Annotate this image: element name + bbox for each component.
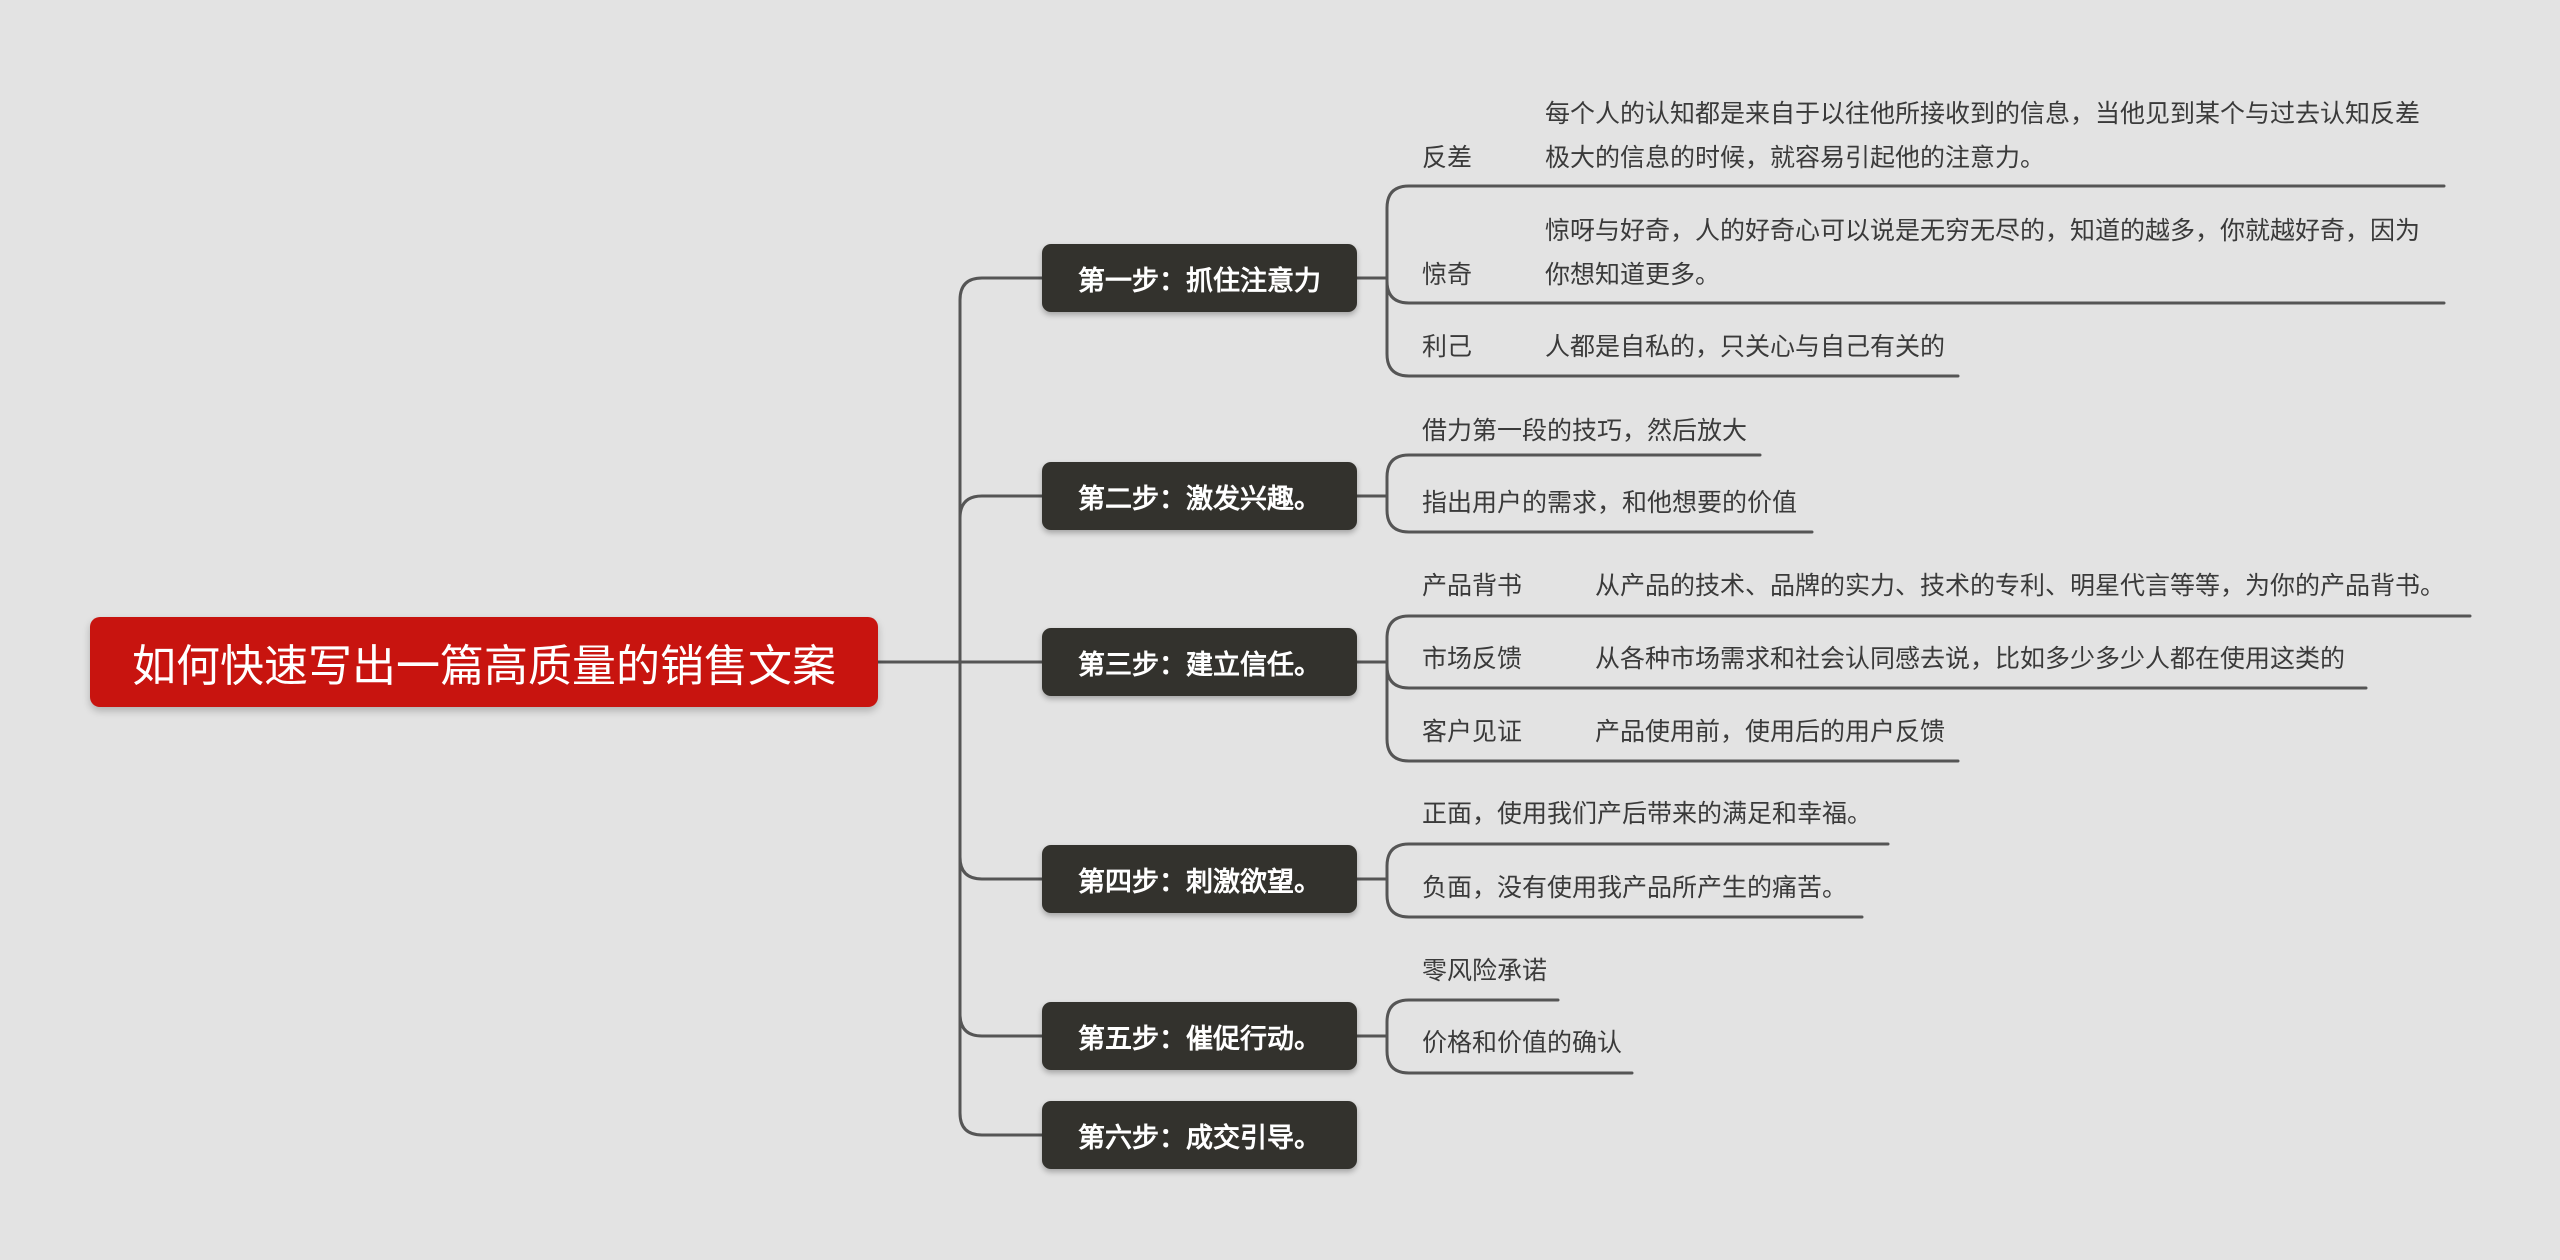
leaf-jingqi-detail: 惊呀与好奇，人的好奇心可以说是无穷无尽的，知道的越多，你就越好奇，因为 你想知道… [1545, 209, 2420, 297]
step-1-node[interactable]: 第一步：抓住注意力 [1042, 244, 1357, 312]
step-6-node[interactable]: 第六步：成交引导。 [1042, 1101, 1357, 1169]
leaf-underline [1385, 276, 1960, 378]
leaf-liji-detail: 人都是自私的，只关心与自己有关的 [1545, 332, 1946, 361]
leaf-underline [1385, 614, 2472, 664]
leaf-jingqi-label[interactable]: 惊奇 [1422, 260, 1473, 289]
step-connector [958, 660, 1044, 881]
step-2-node[interactable]: 第二步：激发兴趣。 [1042, 462, 1357, 530]
leaf-step5-item1[interactable]: 零风险承诺 [1422, 956, 1548, 985]
leaf-underline [1385, 998, 1560, 1038]
leaf-underline [1385, 1034, 1634, 1075]
detail-line: 极大的信息的时候，就容易引起他的注意力。 [1545, 143, 2046, 172]
root-topic[interactable]: 如何快速写出一篇高质量的销售文案 [90, 617, 878, 707]
leaf-underline [1385, 453, 1762, 498]
step-connector [958, 276, 1044, 664]
leaf-kehu-jianzheng-label[interactable]: 客户见证 [1422, 717, 1523, 746]
step-3-node[interactable]: 第三步：建立信任。 [1042, 628, 1357, 696]
leaf-step4-negative[interactable]: 负面，没有使用我产品所产生的痛苦。 [1422, 873, 1848, 902]
leaf-shichang-fankui-detail: 从各种市场需求和社会认同感去说，比如多少多少人都在使用这类的 [1595, 644, 2346, 673]
detail-line: 惊呀与好奇，人的好奇心可以说是无穷无尽的，知道的越多，你就越好奇，因为 [1545, 216, 2421, 245]
leaf-step5-item2[interactable]: 价格和价值的确认 [1422, 1028, 1623, 1057]
leaf-step2-item2[interactable]: 指出用户的需求，和他想要的价值 [1422, 488, 1798, 517]
leaf-fancha-detail: 每个人的认知都是来自于以往他所接收到的信息，当他见到某个与过去认知反差 极大的信… [1545, 92, 2420, 180]
leaf-shichang-fankui-label[interactable]: 市场反馈 [1422, 644, 1523, 673]
step-5-node[interactable]: 第五步：催促行动。 [1042, 1002, 1357, 1070]
leaf-underline [1385, 877, 1864, 919]
leaf-underline [1385, 184, 2446, 280]
leaf-fancha-label[interactable]: 反差 [1422, 143, 1473, 172]
step-connector [958, 660, 1044, 1137]
detail-line: 每个人的认知都是来自于以往他所接收到的信息，当他见到某个与过去认知反差 [1545, 99, 2421, 128]
step-connector [958, 660, 1044, 1038]
leaf-liji-label[interactable]: 利己 [1422, 332, 1473, 361]
detail-line: 你想知道更多。 [1545, 260, 1721, 289]
step-4-node[interactable]: 第四步：刺激欲望。 [1042, 845, 1357, 913]
leaf-chanpin-beishu-detail: 从产品的技术、品牌的实力、技术的专利、明星代言等等，为你的产品背书。 [1595, 571, 2446, 600]
leaf-kehu-jianzheng-detail: 产品使用前，使用后的用户反馈 [1595, 717, 1946, 746]
leaf-chanpin-beishu-label[interactable]: 产品背书 [1422, 571, 1523, 600]
leaf-underline [1385, 842, 1890, 881]
step-connector [958, 494, 1044, 664]
leaf-underline [1385, 660, 1960, 763]
leaf-step2-item1[interactable]: 借力第一段的技巧，然后放大 [1422, 416, 1748, 445]
leaf-underline [1385, 494, 1814, 534]
leaf-step4-positive[interactable]: 正面，使用我们产后带来的满足和幸福。 [1422, 799, 1873, 828]
